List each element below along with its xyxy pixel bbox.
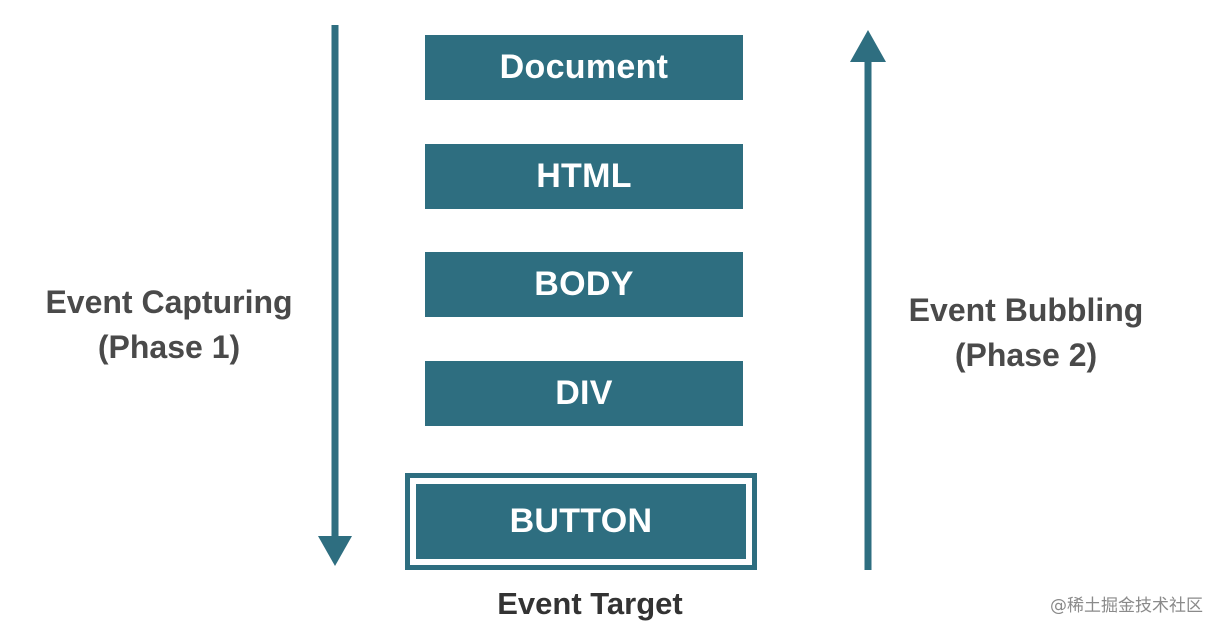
layer-document: Document: [425, 35, 743, 100]
bubbling-arrow-head: [850, 30, 886, 62]
watermark: @稀土掘金技术社区: [1050, 596, 1203, 616]
bubbling-label: Event Bubbling (Phase 2): [885, 288, 1167, 378]
capturing-label-line1: Event Capturing: [45, 284, 293, 320]
bubbling-label-line1: Event Bubbling: [908, 292, 1144, 328]
layer-body: BODY: [425, 252, 743, 317]
layer-div: DIV: [425, 361, 743, 426]
layer-div-label: DIV: [555, 374, 613, 412]
layer-html-label: HTML: [536, 157, 632, 195]
layer-html: HTML: [425, 144, 743, 209]
bubbling-label-line2: (Phase 2): [954, 337, 1098, 373]
layer-body-label: BODY: [534, 265, 634, 303]
layer-button-label: BUTTON: [509, 502, 653, 540]
capturing-label-line2: (Phase 1): [97, 329, 241, 365]
capturing-arrow-head: [318, 536, 352, 566]
layer-button: BUTTON: [416, 484, 746, 559]
capturing-arrow: [318, 25, 352, 566]
event-target-label: Event Target: [497, 586, 683, 621]
layer-document-label: Document: [499, 48, 669, 86]
bubbling-arrow: [850, 30, 886, 570]
capturing-label: Event Capturing (Phase 1): [20, 280, 318, 370]
